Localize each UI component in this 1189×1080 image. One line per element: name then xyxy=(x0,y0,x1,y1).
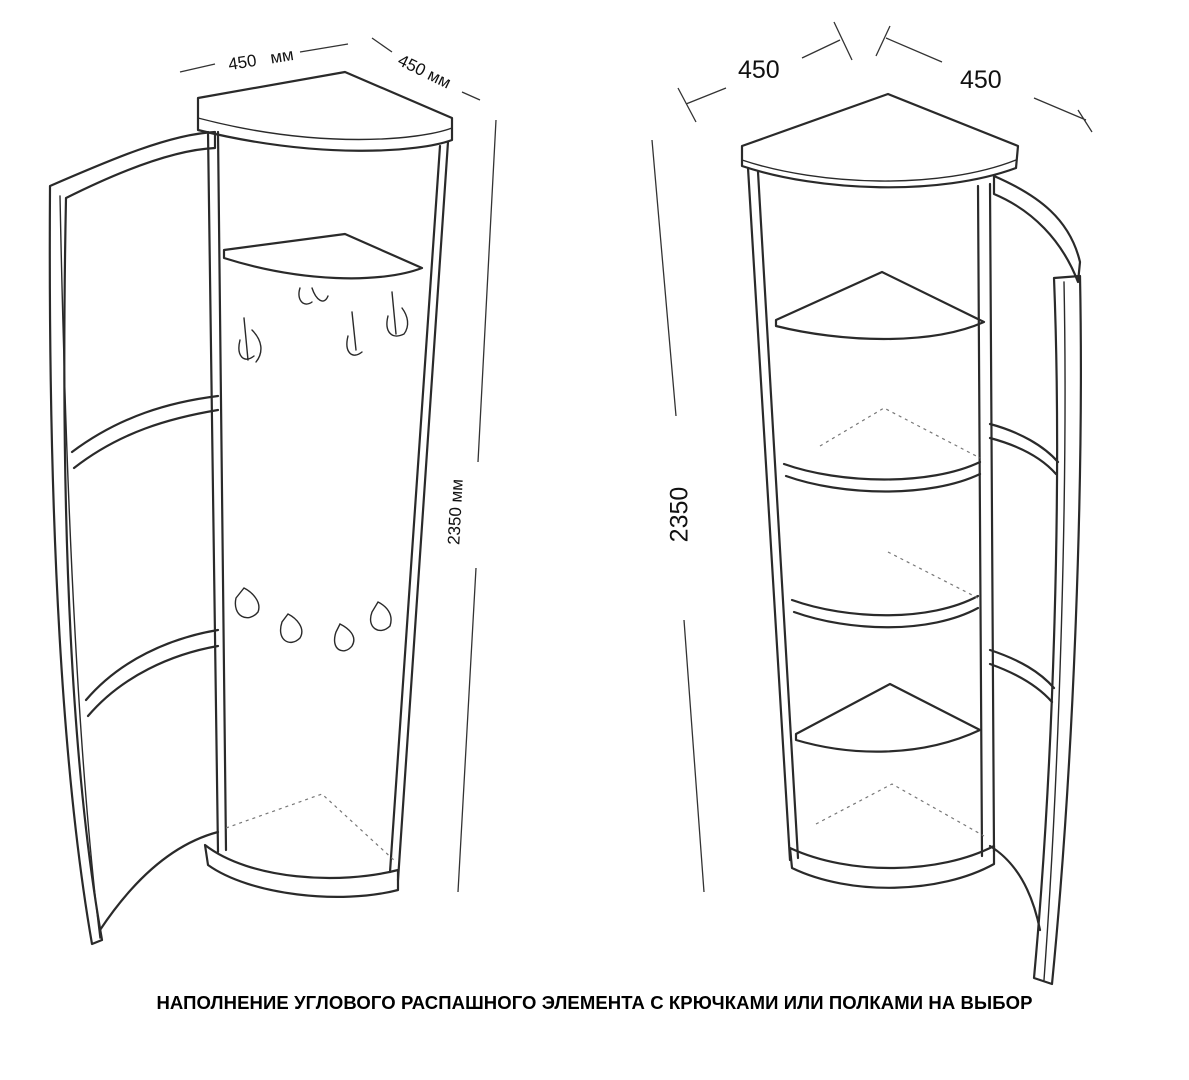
door-shelf-1 xyxy=(70,394,220,470)
door-shelf-2 xyxy=(988,648,1056,704)
dimension-line-width-right xyxy=(371,37,481,101)
caption: НАПОЛНЕНИЕ УГЛОВОГО РАСПАШНОГО ЭЛЕМЕНТА … xyxy=(156,992,1033,1013)
door-bottom-curve xyxy=(988,844,1042,932)
width-right-label: 450 xyxy=(960,66,1002,94)
open-curved-door xyxy=(48,130,217,946)
hat-shelf xyxy=(222,232,424,280)
dimension-line-width-left xyxy=(179,43,349,73)
dimension-line-height xyxy=(651,139,705,893)
door-shelf-1 xyxy=(988,422,1060,476)
hook-icons-lower xyxy=(234,587,392,652)
cabinet-left-post xyxy=(206,130,228,854)
cabinet-top-lid xyxy=(740,92,1020,189)
cabinet-bottom-plinth xyxy=(788,844,996,889)
door-bottom-curve xyxy=(98,830,220,932)
door-shelf-2 xyxy=(84,628,220,718)
height-label: 2350 xyxy=(665,486,694,543)
cabinet-with-shelves xyxy=(651,21,1093,986)
cabinet-with-hooks xyxy=(48,37,497,946)
cabinet-top-lid xyxy=(196,70,454,152)
cabinet-bottom-plinth xyxy=(203,843,400,898)
shelf-1 xyxy=(774,270,986,341)
cabinet-right-post xyxy=(976,182,996,858)
dimension-line-width-left xyxy=(677,21,853,123)
shelf-2 xyxy=(782,460,982,493)
shelf-3 xyxy=(790,594,980,629)
dimension-line-width-right xyxy=(875,25,1093,133)
shelf-4 xyxy=(794,682,982,753)
cabinet-right-side xyxy=(388,140,450,882)
open-curved-door xyxy=(992,174,1082,284)
cabinet-left-side xyxy=(746,166,800,862)
dimension-line-height xyxy=(457,119,497,893)
width-left-label: 450 xyxy=(738,56,780,84)
hook-icons-upper xyxy=(238,287,409,363)
height-label: 2350 мм xyxy=(444,478,467,546)
